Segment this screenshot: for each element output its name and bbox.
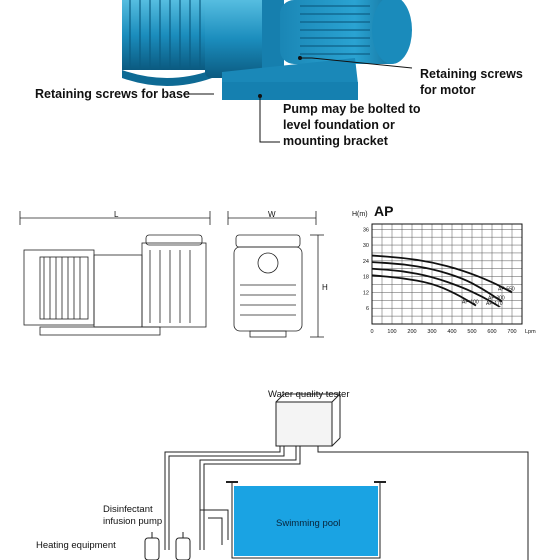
chart-axes: 0 100 200 300 400 500 600 700 Lpm 6 12 18 24 30 36 (363, 223, 536, 335)
pool-water (234, 486, 378, 556)
chart-y-tick: 18 (363, 275, 369, 281)
installation-svg (144, 393, 529, 560)
chart-x-tick: 500 (467, 329, 476, 335)
chart-x-tick: 300 (427, 329, 436, 335)
chart-ylabel: H(m) (352, 211, 368, 218)
callout-bolted-foundation: Pump may be bolted to level foundation o… (283, 102, 421, 148)
chart-series-label: AP-300 (488, 296, 505, 302)
pump-photo (122, 0, 413, 143)
chart-series-label: AP-100 (462, 300, 479, 306)
chart-frame (371, 223, 523, 325)
dim-width-label: W (268, 210, 276, 219)
callout-base-screws: Retaining screws for base (35, 87, 190, 101)
chart-title: AP (374, 203, 393, 219)
dim-length-label: L (114, 210, 119, 219)
heating-label: Heating equipment (36, 540, 116, 551)
chart-series-line (371, 274, 477, 307)
callout-motor-screws: Retaining screws for motor (420, 67, 523, 97)
pump-base (222, 58, 358, 100)
strainer-housing (122, 0, 212, 86)
chart-series-label: AP-170 (486, 301, 503, 307)
chart-y-tick: 12 (363, 290, 369, 296)
chart-grid (371, 224, 523, 325)
chart-series-line (371, 254, 513, 294)
pool-label: Swimming pool (276, 518, 341, 529)
chart-x-tick: 600 (487, 329, 496, 335)
chart-x-tick: 700 (507, 329, 516, 335)
motor (280, 0, 412, 64)
pump-volute (205, 0, 284, 78)
dimension-drawing (19, 211, 324, 338)
chart-y-tick: 24 (363, 259, 369, 265)
chart-x-tick: 100 (387, 329, 396, 335)
chart-y-tick: 36 (363, 227, 369, 233)
chart-x-tick: 0 (370, 329, 373, 335)
chart-series-line (371, 261, 503, 303)
tester-label: Water quality tester (268, 389, 350, 400)
chart-y-tick: 6 (366, 306, 369, 312)
chart-x-tick: 200 (407, 329, 416, 335)
chart-xlabel: Lpm (525, 329, 536, 335)
chart-series-line (371, 267, 501, 308)
infusion-label: Disinfectant infusion pump (103, 504, 163, 527)
chart-series-label: AP-550 (498, 286, 515, 292)
chart-x-tick: 400 (447, 329, 456, 335)
chart-y-tick: 30 (363, 243, 369, 249)
dim-height-label: H (322, 283, 328, 292)
